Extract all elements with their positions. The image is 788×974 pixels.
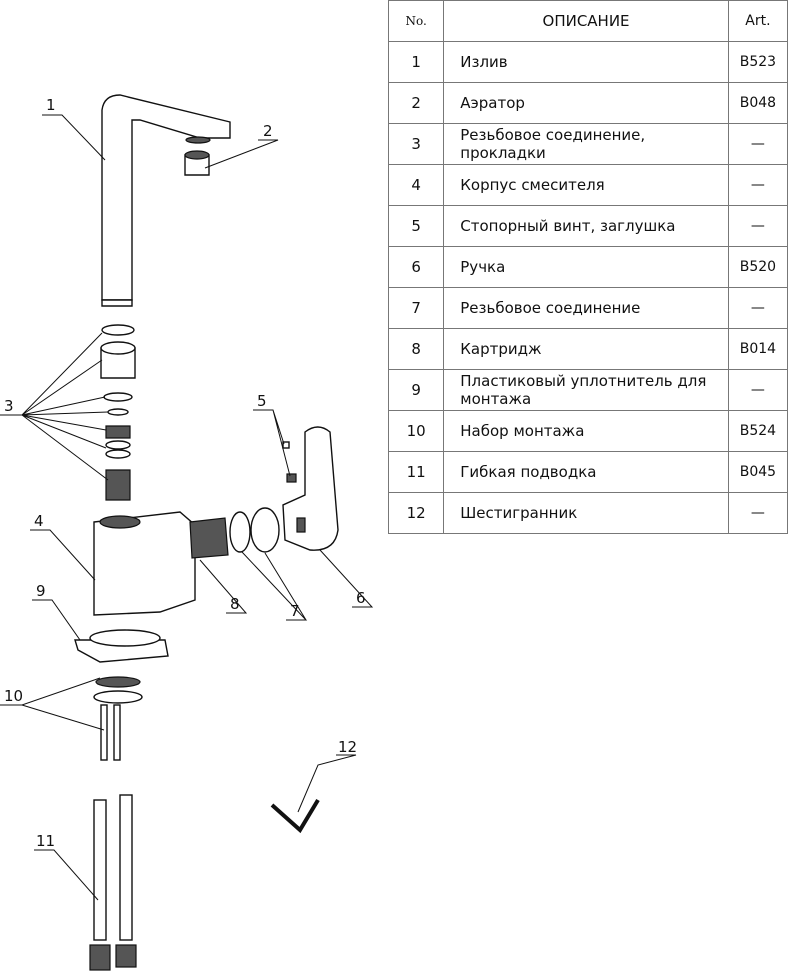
row-description: Резьбовое соединение — [443, 287, 729, 329]
row-description: Картридж — [443, 328, 729, 370]
aerator-part — [184, 150, 210, 176]
spout-part — [101, 94, 231, 307]
exploded-view-diagram: 1 2 3 4 5 6 7 8 9 10 11 12 — [0, 94, 374, 971]
row-number: 1 — [387, 41, 445, 83]
row-number: 11 — [387, 451, 445, 493]
callout-3: 3 — [4, 397, 14, 415]
row-number: 6 — [387, 246, 445, 288]
threaded-connection-parts — [100, 324, 136, 501]
set-screw-parts — [282, 441, 297, 483]
callout-12: 12 — [338, 738, 357, 756]
row-art: B524 — [727, 410, 788, 452]
row-number: 4 — [387, 164, 445, 206]
row-art: — — [727, 369, 788, 411]
callout-1: 1 — [46, 96, 56, 114]
row-description: Гибкая подводка — [443, 451, 729, 493]
row-description: Пластиковый уплотнитель для монтажа — [443, 369, 729, 411]
leader-lines — [0, 114, 374, 901]
header-no: No. — [387, 0, 445, 42]
row-number: 12 — [387, 492, 445, 534]
row-art: B045 — [727, 451, 788, 493]
row-art: — — [727, 492, 788, 534]
row-art: — — [727, 205, 788, 247]
row-number: 5 — [387, 205, 445, 247]
row-art: — — [727, 123, 788, 165]
row-number: 2 — [387, 82, 445, 124]
row-art: — — [727, 287, 788, 329]
header-art: Art. — [727, 0, 788, 42]
row-art: — — [727, 164, 788, 206]
hex-key-part — [270, 798, 320, 834]
callout-11: 11 — [36, 832, 55, 850]
table-header-row: No. ОПИСАНИЕ Art. — [387, 0, 788, 42]
flexible-hose-part — [89, 794, 137, 971]
row-description: Набор монтажа — [443, 410, 729, 452]
row-art: B523 — [727, 41, 788, 83]
callout-2: 2 — [263, 122, 273, 140]
row-description: Аэратор — [443, 82, 729, 124]
callout-6: 6 — [356, 589, 366, 607]
row-description: Излив — [443, 41, 729, 83]
row-art: B048 — [727, 82, 788, 124]
plastic-seal-part — [74, 629, 169, 663]
row-number: 3 — [387, 123, 445, 165]
row-number: 8 — [387, 328, 445, 370]
mixer-body-part — [93, 511, 196, 616]
row-number: 7 — [387, 287, 445, 329]
row-number: 10 — [387, 410, 445, 452]
row-art: B520 — [727, 246, 788, 288]
cartridge-part — [189, 517, 229, 559]
callout-4: 4 — [34, 512, 44, 530]
handle-part — [282, 426, 339, 551]
callout-10: 10 — [4, 687, 23, 705]
row-description: Резьбовое соединение, прокладки — [443, 123, 729, 165]
row-number: 9 — [387, 369, 445, 411]
header-description: ОПИСАНИЕ — [443, 0, 729, 42]
callout-5: 5 — [257, 392, 267, 410]
threaded-connection-rings — [229, 507, 280, 553]
row-description: Ручка — [443, 246, 729, 288]
mounting-kit-part — [93, 676, 143, 761]
callout-8: 8 — [230, 595, 240, 613]
row-description: Шестигранник — [443, 492, 729, 534]
callout-7: 7 — [290, 602, 300, 620]
callout-9: 9 — [36, 582, 46, 600]
row-description: Стопорный винт, заглушка — [443, 205, 729, 247]
row-description: Корпус смесителя — [443, 164, 729, 206]
row-art: B014 — [727, 328, 788, 370]
